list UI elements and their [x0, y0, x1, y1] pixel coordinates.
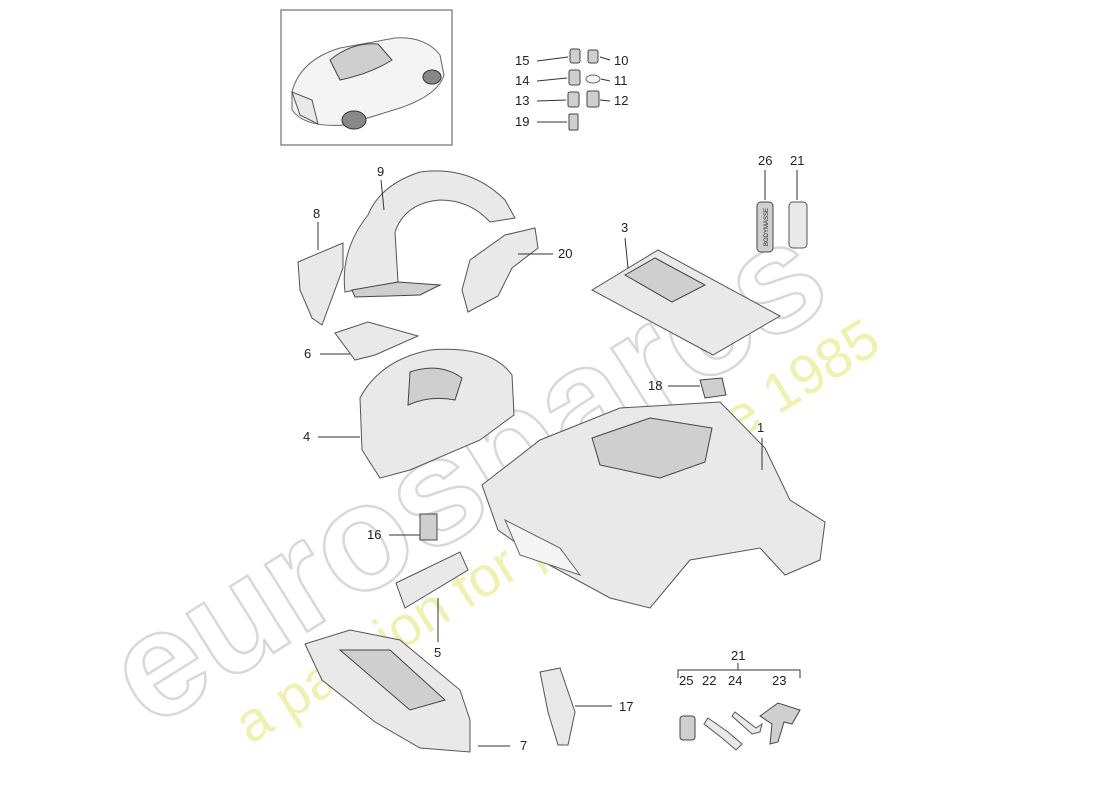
part-6-plate: [320, 321, 420, 361]
label-21-kit: 21: [731, 648, 745, 663]
part-18-clip: [668, 377, 727, 399]
label-1: 1: [757, 420, 764, 435]
part-7-rear-panel: [304, 629, 510, 753]
part-17-bracket: [539, 667, 612, 746]
label-10: 10: [614, 53, 628, 68]
tube-print: BODYMASSE: [764, 208, 770, 246]
label-15: 15: [515, 53, 529, 68]
part-8-bracket: [297, 222, 344, 326]
part-16-bracket: [389, 513, 438, 541]
vehicle-thumbnail: [280, 9, 453, 146]
label-16: 16: [367, 527, 381, 542]
fastener-group: [536, 48, 611, 131]
label-7: 7: [520, 738, 527, 753]
label-14: 14: [515, 73, 529, 88]
label-24: 24: [728, 673, 742, 688]
part-5-crossmember: [395, 551, 469, 642]
label-19: 19: [515, 114, 529, 129]
label-4: 4: [303, 429, 310, 444]
part-3-floor-panel: [590, 237, 782, 356]
label-18: 18: [648, 378, 662, 393]
part-4-inner-housing: [318, 348, 515, 479]
label-21-top: 21: [790, 153, 804, 168]
label-9: 9: [377, 164, 384, 179]
label-25: 25: [679, 673, 693, 688]
label-17: 17: [619, 699, 633, 714]
part-20-panel: [461, 227, 553, 313]
tool-kit-21: [677, 663, 801, 751]
label-13: 13: [515, 93, 529, 108]
label-12: 12: [614, 93, 628, 108]
label-5: 5: [434, 645, 441, 660]
label-3: 3: [621, 220, 628, 235]
label-6: 6: [304, 346, 311, 361]
label-11: 11: [614, 73, 628, 88]
label-26: 26: [758, 153, 772, 168]
label-23: 23: [772, 673, 786, 688]
sealant-tubes: BODYMASSE: [756, 170, 808, 253]
label-8: 8: [313, 206, 320, 221]
label-22: 22: [702, 673, 716, 688]
part-1-rear-body: [481, 401, 826, 609]
callout-labels: 1 3 4 5 6 7 8 9 10 11 12 13 14 15 16 17 …: [303, 53, 804, 753]
label-20: 20: [558, 246, 572, 261]
part-9-wheel-housing: [343, 170, 516, 298]
